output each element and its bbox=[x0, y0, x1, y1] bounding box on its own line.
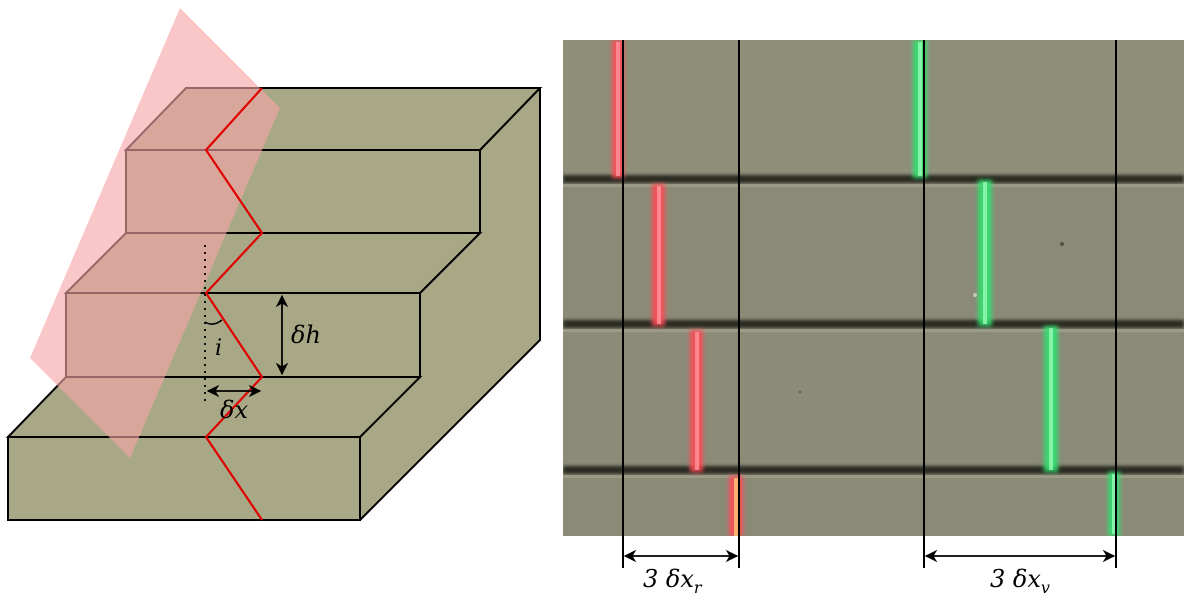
step-edge-2 bbox=[563, 320, 1184, 328]
green-spacing-label: 3 δxv bbox=[990, 565, 1050, 597]
photo-shading-top bbox=[563, 40, 1184, 180]
laser-plane bbox=[30, 8, 280, 458]
red-spacing-label: 3 δxr bbox=[643, 565, 703, 597]
photo-shading-mid bbox=[563, 330, 1184, 470]
angle-arc bbox=[204, 319, 223, 325]
photo-speck bbox=[973, 293, 977, 297]
step-edge-highlights bbox=[563, 184, 1184, 478]
refraction-zigzag-line bbox=[204, 87, 264, 521]
photo-speck bbox=[1060, 242, 1064, 246]
delta-h-label: δh bbox=[291, 321, 321, 349]
angle-label: i bbox=[215, 336, 222, 361]
step-edge-3 bbox=[563, 466, 1184, 474]
red-laser-trace bbox=[612, 40, 743, 536]
photo-speck bbox=[798, 390, 802, 394]
step-1-front-face bbox=[7, 436, 361, 521]
laser-photo: 3 δxr 3 δxv bbox=[563, 40, 1184, 597]
delta-x-label: δx bbox=[220, 396, 248, 424]
staircase-diagram: i δh δx bbox=[5, 8, 543, 521]
step-edge-1 bbox=[563, 175, 1184, 183]
reference-lines bbox=[622, 40, 1117, 568]
step-edges bbox=[563, 175, 1184, 474]
